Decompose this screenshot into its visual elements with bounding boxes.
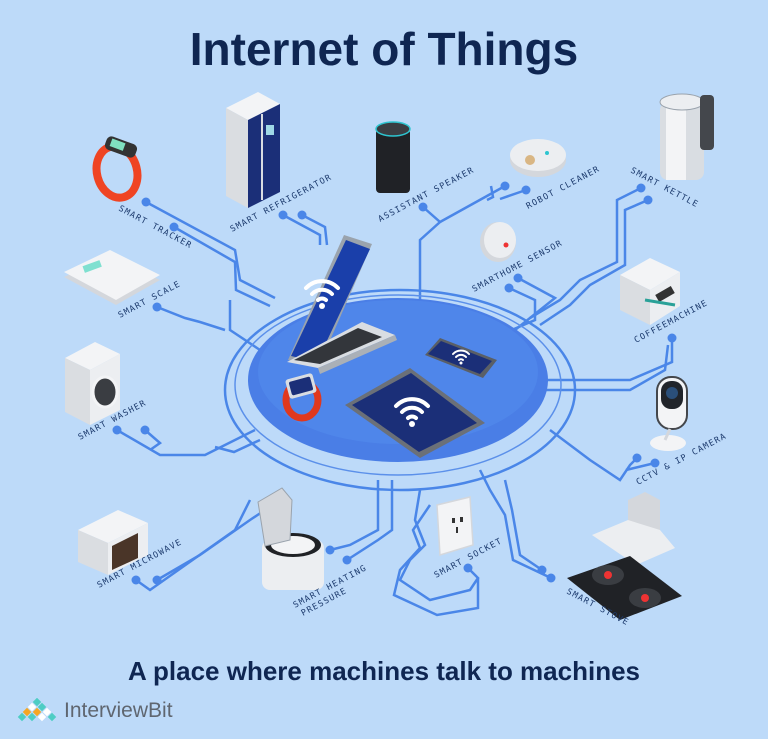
interviewbit-logo-icon (17, 698, 57, 722)
circuit-traces (116, 184, 674, 617)
microwave-icon (78, 510, 148, 575)
speaker-icon (375, 121, 411, 193)
circuit-nodes (112, 181, 677, 585)
smartwatch (282, 373, 322, 422)
stove-icon (567, 556, 682, 620)
socket-icon (436, 496, 474, 556)
label-smart-tracker: SMART TRACKER (117, 204, 194, 251)
scale-icon (64, 250, 160, 305)
robot-vacuum-icon (510, 139, 566, 177)
tablet (345, 368, 485, 458)
camera-icon (650, 376, 688, 451)
rice-cooker-icon (257, 487, 324, 590)
fitness-band-icon (92, 136, 142, 202)
refrigerator-icon (226, 92, 280, 208)
page-title: Internet of Things (189, 23, 579, 75)
brand-logo: InterviewBit (14, 698, 173, 724)
page-subtitle: A place where machines talk to machines (127, 656, 640, 686)
brand-name: InterviewBit (64, 699, 173, 722)
kettle-icon (659, 93, 714, 180)
laptop (287, 235, 397, 374)
smoke-sensor-icon (480, 222, 516, 262)
washing-machine-icon (65, 342, 120, 425)
coffee-machine-icon (620, 258, 680, 325)
range-hood-icon (592, 492, 675, 565)
smartphone (425, 338, 497, 378)
